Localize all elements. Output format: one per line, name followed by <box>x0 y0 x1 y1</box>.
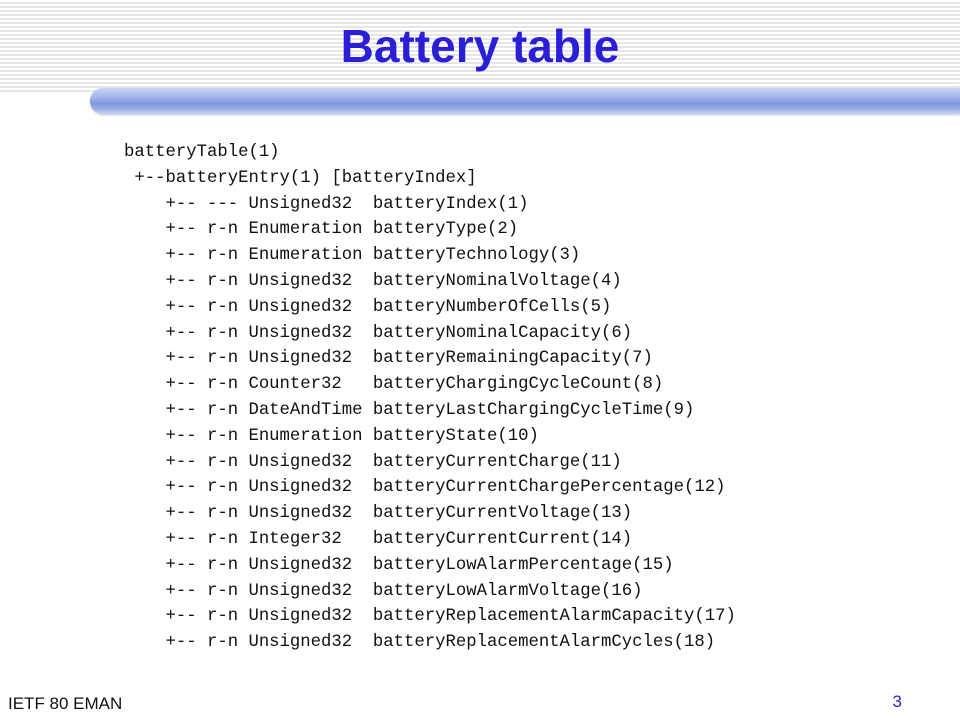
mib-tree-line: +-- r-n DateAndTime batteryLastChargingC… <box>124 400 695 420</box>
mib-tree-line: +-- r-n Unsigned32 batteryReplacementAla… <box>124 633 716 653</box>
mib-tree-line: +-- r-n Unsigned32 batteryLowAlarmPercen… <box>124 555 674 575</box>
mib-tree-line: +-- r-n Unsigned32 batteryNominalVoltage… <box>124 271 622 291</box>
footer-event-label: IETF 80 EMAN <box>8 694 123 713</box>
mib-tree-line: +-- r-n Unsigned32 batteryRemainingCapac… <box>124 349 653 369</box>
mib-tree-line: batteryTable(1) <box>124 143 280 162</box>
mib-tree-line: +-- r-n Unsigned32 batteryNumberOfCells(… <box>124 297 612 317</box>
mib-tree-line: +-- r-n Enumeration batteryType(2) <box>124 220 519 240</box>
mib-tree-line: +-- r-n Unsigned32 batteryLowAlarmVoltag… <box>124 581 643 601</box>
page-number: 3 <box>892 692 902 711</box>
mib-tree-line: +--batteryEntry(1) [batteryIndex] <box>124 168 477 188</box>
mib-tree-line: +-- --- Unsigned32 batteryIndex(1) <box>124 194 529 214</box>
mib-tree-line: +-- r-n Unsigned32 batteryCurrentCharge(… <box>124 452 622 472</box>
mib-tree-line: +-- r-n Unsigned32 batteryCurrentVoltage… <box>124 504 633 524</box>
mib-tree-listing: batteryTable(1) +--batteryEntry(1) [batt… <box>124 140 736 656</box>
mib-tree-line: +-- r-n Integer32 batteryCurrentCurrent(… <box>124 529 633 549</box>
title-underline-bar <box>90 88 960 114</box>
mib-tree-line: +-- r-n Enumeration batteryTechnology(3) <box>124 246 581 266</box>
slide-title: Battery table <box>340 20 620 72</box>
mib-tree-line: +-- r-n Enumeration batteryState(10) <box>124 426 539 446</box>
mib-tree-line: +-- r-n Unsigned32 batteryCurrentChargeP… <box>124 478 726 498</box>
mib-tree-line: +-- r-n Unsigned32 batteryNominalCapacit… <box>124 323 633 343</box>
title-background-band <box>0 0 960 92</box>
mib-tree-line: +-- r-n Unsigned32 batteryReplacementAla… <box>124 607 736 627</box>
mib-tree-line: +-- r-n Counter32 batteryChargingCycleCo… <box>124 375 664 395</box>
